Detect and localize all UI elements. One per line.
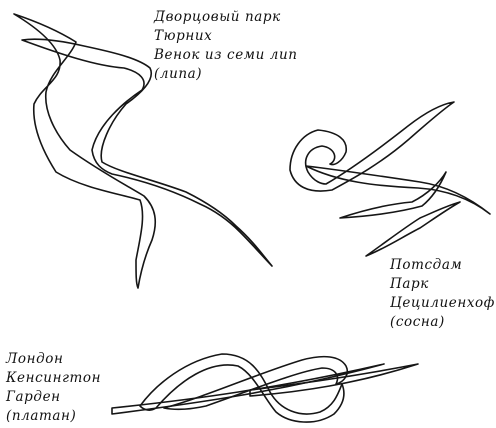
pine-root-2 [366,202,460,256]
caption-line: Гарден [6,388,101,407]
caption-line: (сосна) [390,313,495,332]
caption-line: Потсдам [390,256,495,275]
caption-line: Лондон [6,350,101,369]
caption-line: Парк [390,275,495,294]
lime-branch-1 [14,14,155,288]
pine-root-1 [340,172,446,218]
caption-london: Лондон Кенсингтон Гарден (платан) [6,350,101,426]
figure-potsdam-pine [290,102,490,256]
caption-tyurnikh: Дворцовый парк Тюрних Венок из семи лип … [154,8,298,84]
caption-line: Кенсингтон [6,369,101,388]
caption-line: Тюрних [154,27,298,46]
caption-line: (платан) [6,407,101,426]
caption-line: Цецилиенхоф [390,294,495,313]
figure-london-plane [112,354,418,422]
caption-potsdam: Потсдам Парк Цецилиенхоф (сосна) [390,256,495,332]
pine-trunk-upper [290,102,454,191]
caption-line: Венок из семи лип [154,46,298,65]
caption-line: (липа) [154,65,298,84]
caption-line: Дворцовый парк [154,8,298,27]
